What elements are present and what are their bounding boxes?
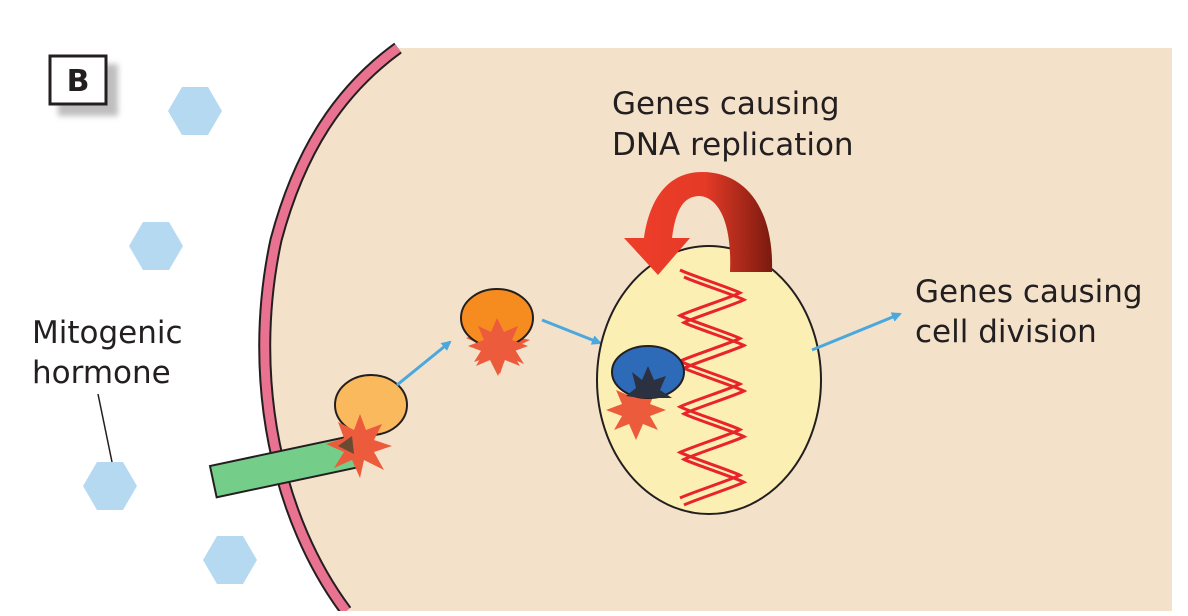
signal-arrow-1 — [396, 340, 452, 387]
hormone-label-line-2: hormone — [32, 355, 171, 391]
panel-letter: B — [67, 64, 90, 99]
dna-replication-label-line-1: Genes causing — [612, 86, 840, 122]
hormone-molecules — [83, 87, 257, 584]
hormone-leader-line — [97, 393, 113, 463]
activation-burst-1 — [326, 414, 392, 478]
hormone-molecule — [168, 87, 222, 135]
mitogenic-hormone-label: Mitogenic hormone — [32, 315, 183, 463]
dna-helix — [676, 268, 748, 507]
receptor-contact-spot — [338, 436, 354, 454]
hormone-molecule — [83, 462, 137, 510]
dna-strand — [676, 268, 744, 500]
activation-burst-2-front — [468, 318, 528, 376]
cell-division-label-line-1: Genes causing — [915, 274, 1143, 310]
dna-replication-label-line-2: DNA replication — [612, 127, 854, 163]
signal-arrow-2 — [541, 318, 602, 345]
dna-replication-label: Genes causing DNA replication — [612, 86, 854, 163]
feedback-arrow — [624, 172, 773, 275]
hormone-molecule — [129, 222, 183, 270]
nucleus — [596, 245, 822, 515]
dna-strand — [680, 275, 748, 507]
cell-division-label: Genes causing cell division — [915, 274, 1143, 350]
output-arrow — [811, 312, 902, 352]
cell-division-label-line-2: cell division — [915, 314, 1097, 350]
hormone-label-line-1: Mitogenic — [32, 315, 183, 351]
panel-label: B — [48, 54, 118, 116]
hormone-molecule — [203, 536, 257, 584]
transcription-factor-burst — [626, 366, 672, 398]
cell-membrane-fill — [260, 44, 401, 611]
